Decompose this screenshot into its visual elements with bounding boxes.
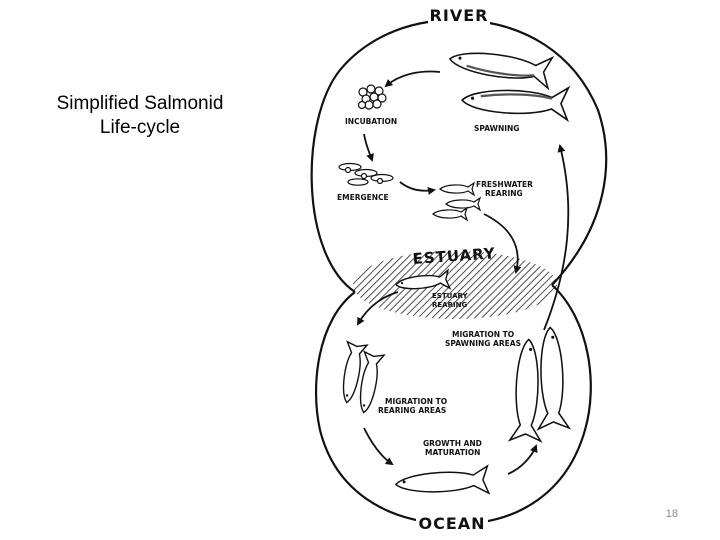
emergence-fry-icon: [338, 162, 394, 186]
freshwater-rearing-label-1: FRESHWATER: [476, 180, 533, 189]
migrating-out-fish-left-icon: [342, 340, 369, 404]
ocean-label-bg: [416, 512, 488, 534]
ocean-fish-icon: [394, 464, 491, 495]
estuary-fish-icon: [395, 268, 452, 290]
spawning-salmon-bottom-icon: [461, 85, 571, 123]
lifecycle-arrows: [357, 70, 570, 475]
freshwater-juveniles-icon: [432, 181, 482, 222]
growth-label-2: MATURATION: [425, 448, 480, 457]
arrow-freshwater-to-estuary: [483, 213, 522, 274]
eggs-icon: [357, 84, 387, 110]
river-label-bg: [428, 4, 490, 26]
migration-rearing-label-2: REARING AREAS: [378, 406, 446, 415]
arrow-return-to-river: [543, 144, 570, 331]
arrow-to-growth: [363, 427, 394, 466]
spawning-label: SPAWNING: [474, 124, 519, 133]
arrow-estuary-to-ocean: [357, 291, 399, 326]
returning-fish-left-icon: [507, 338, 543, 443]
incubation-label: INCUBATION: [345, 117, 397, 126]
river-label: RIVER: [430, 6, 489, 25]
spawning-salmon-top-icon: [448, 52, 555, 91]
migrating-out-fish-right-icon: [359, 350, 386, 414]
growth-label-1: GROWTH AND: [423, 439, 482, 448]
migration-spawning-label-2: SPAWNING AREAS: [445, 339, 521, 348]
emergence-label: EMERGENCE: [337, 193, 389, 202]
estuary-label: ESTUARY: [412, 244, 496, 268]
estuary-rearing-label-1: ESTUARY: [432, 292, 468, 300]
freshwater-rearing-label-2: REARING: [485, 189, 523, 198]
arrow-growth-to-return: [507, 444, 538, 475]
migration-rearing-label-1: MIGRATION TO: [385, 397, 447, 406]
slide-title-line-1: Simplified Salmonid: [56, 93, 224, 114]
slide-title-line-2: Life-cycle: [99, 116, 181, 138]
estuary-rearing-label-2: REARING: [432, 301, 467, 309]
migration-spawning-label-1: MIGRATION TO: [452, 330, 514, 339]
estuary-hatch: [353, 251, 557, 319]
arrow-spawning-to-incubation: [384, 70, 441, 88]
ocean-label: OCEAN: [418, 514, 485, 533]
returning-fish-right-icon: [536, 326, 572, 431]
page-number: 18: [665, 508, 678, 520]
arrow-incubation-to-emergence: [363, 133, 374, 162]
arrow-emergence-to-rearing: [399, 181, 436, 195]
slide-title: Simplified Salmonid Life-cycle: [20, 92, 260, 140]
